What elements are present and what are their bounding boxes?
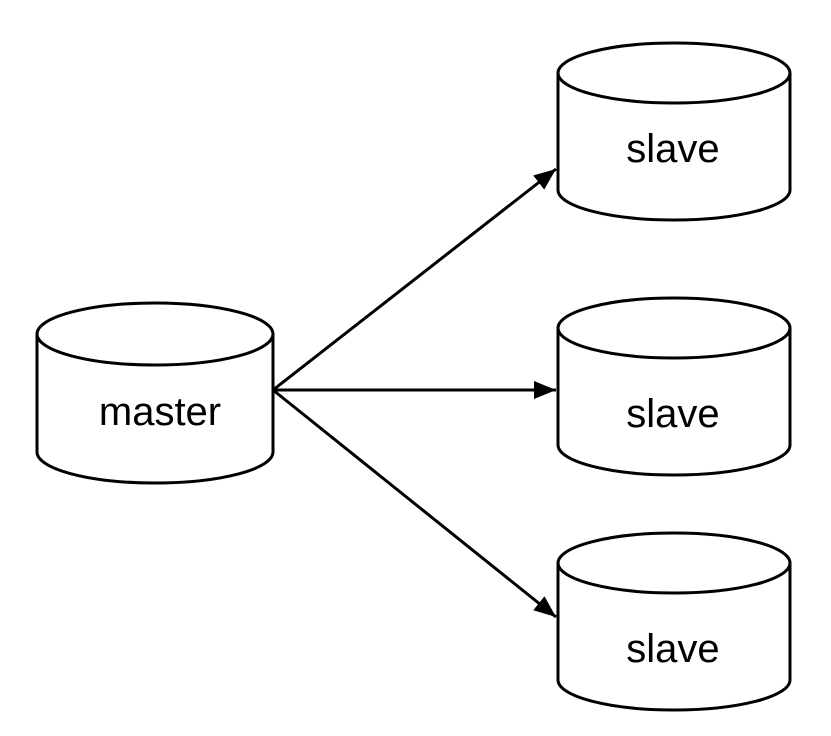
slave-top-cylinder-body: [556, 41, 792, 222]
slave-node-top: slave: [556, 41, 792, 222]
slave-top-label: slave: [626, 127, 719, 171]
master-node: master: [35, 301, 275, 485]
slave-middle-label: slave: [626, 392, 719, 436]
master-cylinder-body: [35, 301, 275, 485]
master-label: master: [99, 390, 221, 434]
slave-node-middle: slave: [556, 296, 792, 477]
slave-bottom-cylinder-rim: [556, 562, 792, 595]
edges: [272, 167, 557, 619]
slave-middle-cylinder-rim: [556, 327, 792, 360]
slave-bottom-cylinder-body: [556, 531, 792, 712]
master-cylinder-rim: [35, 333, 275, 367]
slave-bottom-label: slave: [626, 627, 719, 671]
slave-top-cylinder-rim: [556, 72, 792, 105]
slave-middle-cylinder-body: [556, 296, 792, 477]
arrow-master-to-slave-bottom: [272, 388, 557, 619]
arrow-master-to-slave-top: [272, 167, 557, 392]
slave-node-bottom: slave: [556, 531, 792, 712]
